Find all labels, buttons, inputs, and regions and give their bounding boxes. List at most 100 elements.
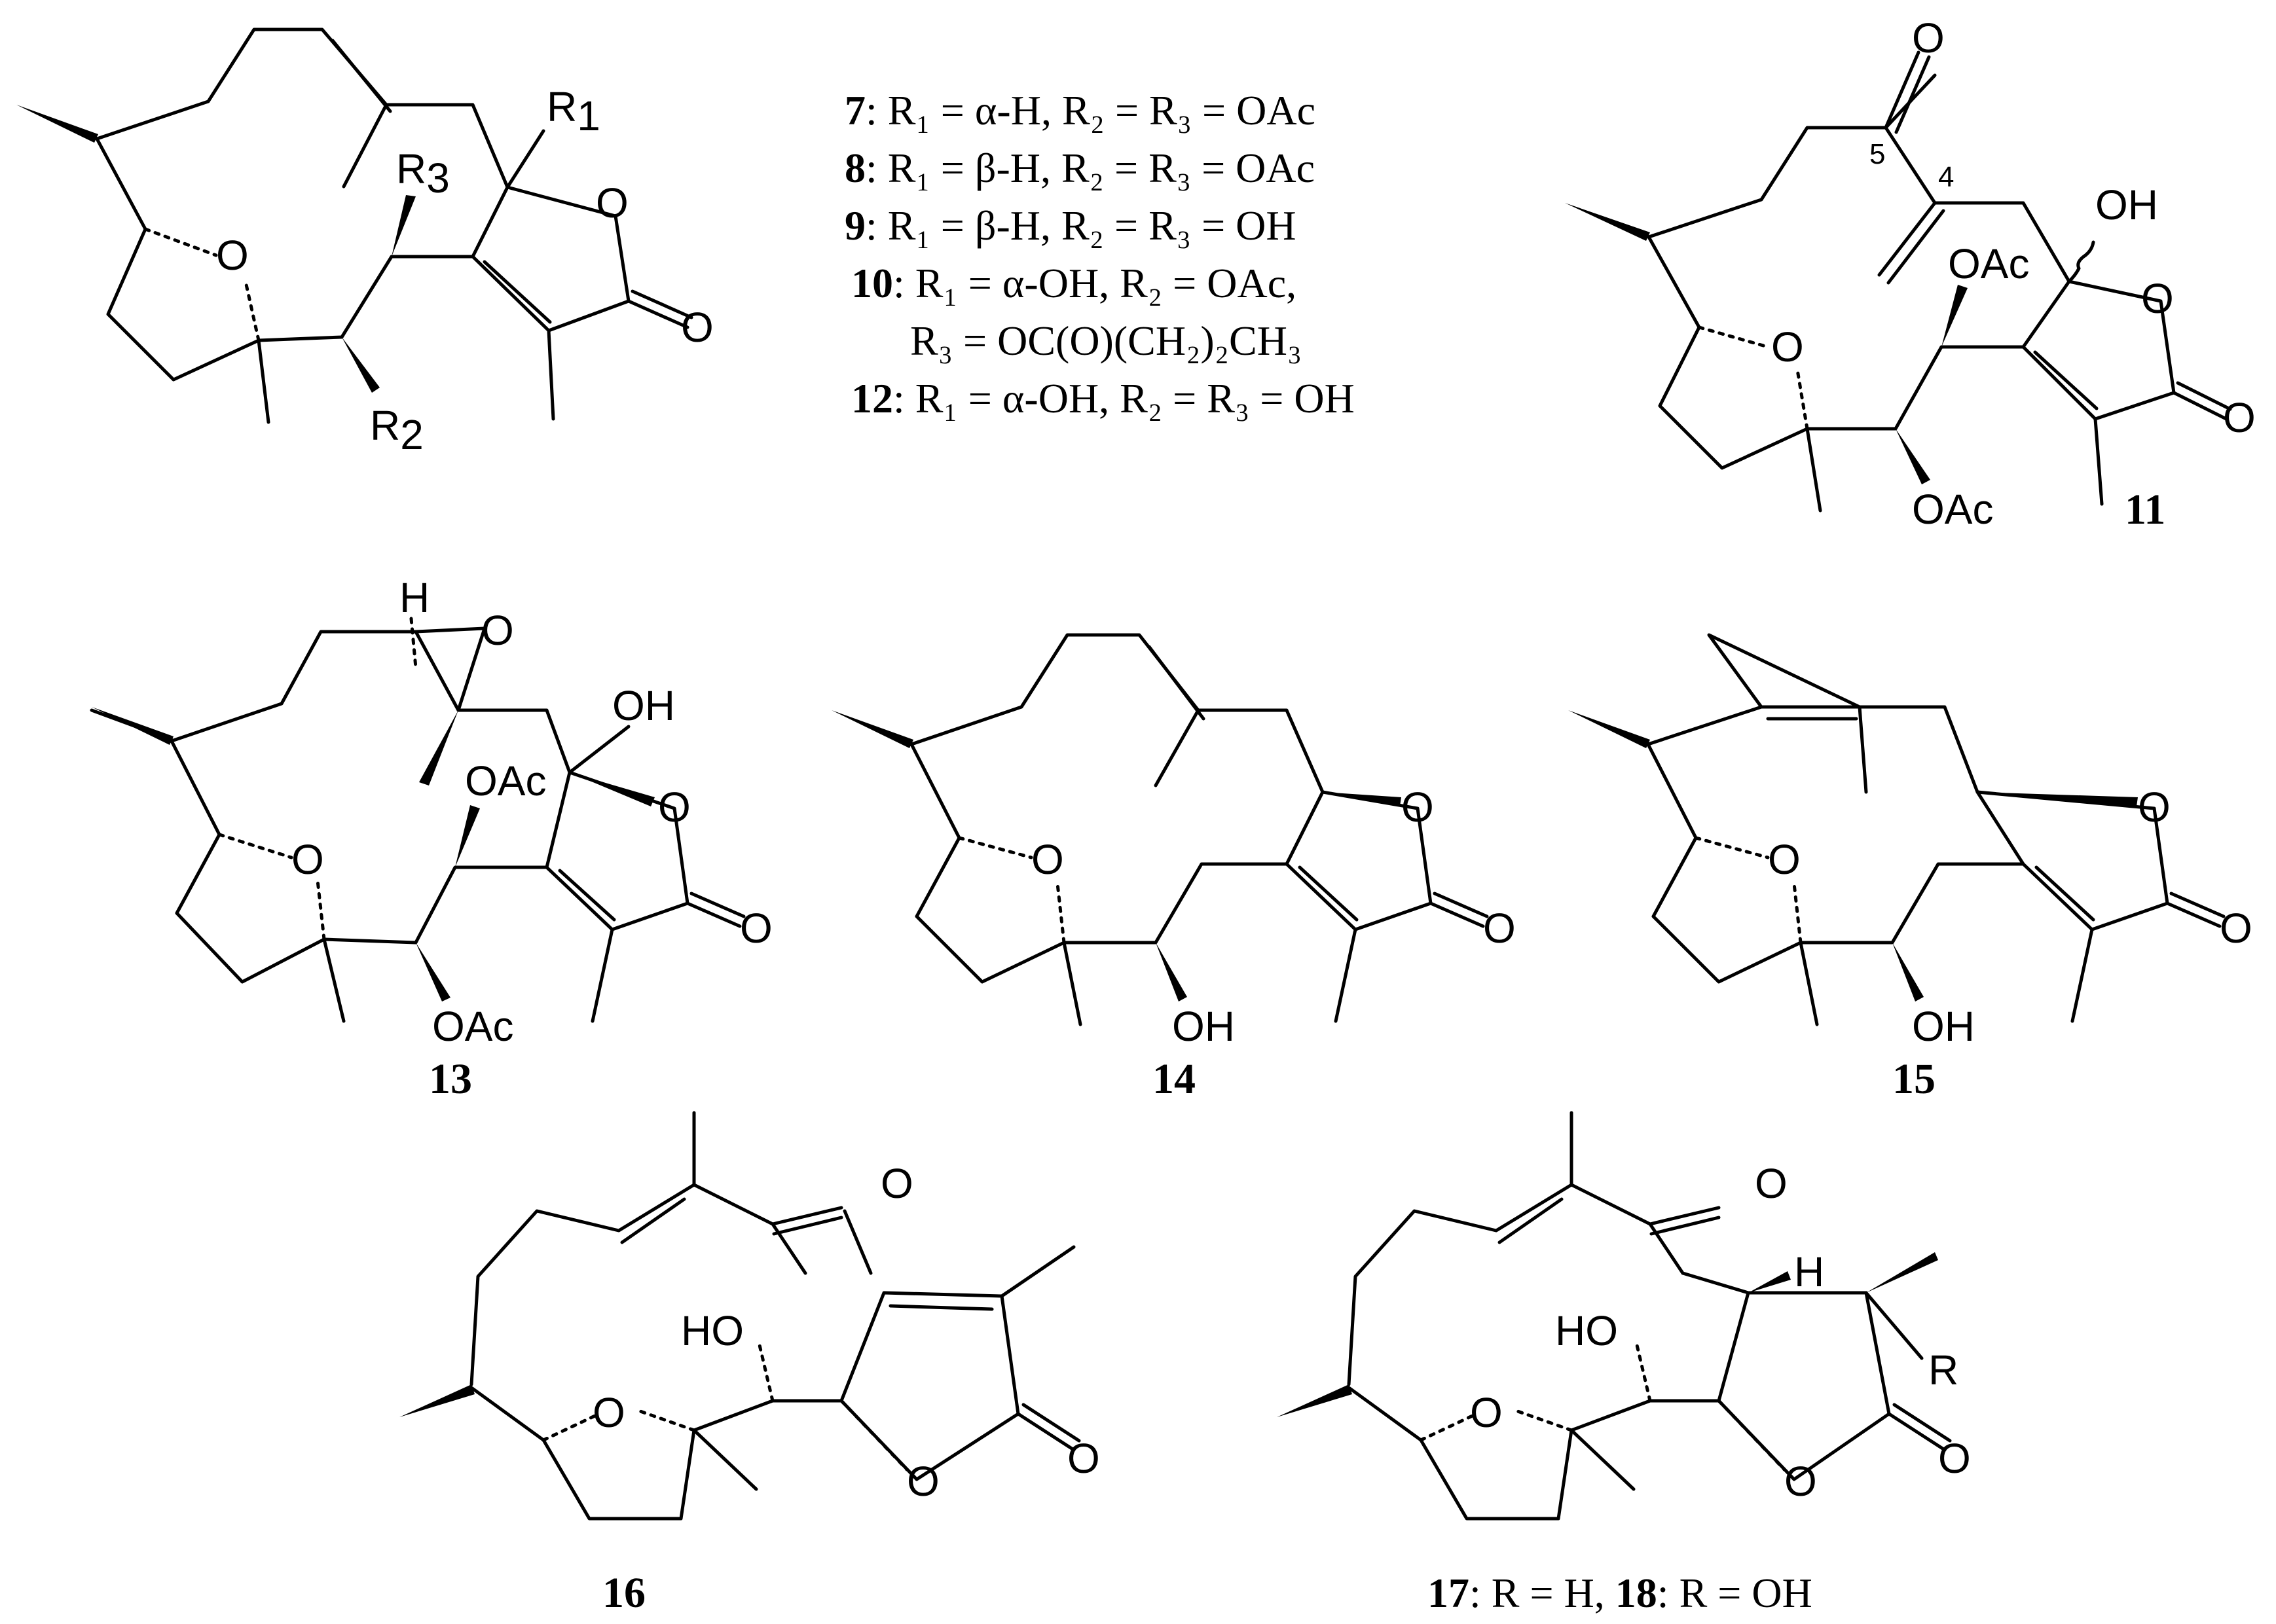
bond-chain xyxy=(257,255,475,342)
hashed-bond xyxy=(244,280,261,342)
compound-label-16: 16 xyxy=(602,1569,646,1617)
bond-lactone xyxy=(1285,790,1433,931)
methyl-wedge xyxy=(92,707,174,745)
bond-double xyxy=(558,869,616,922)
hashed-bond xyxy=(1055,882,1066,945)
methyl-wedge xyxy=(399,1384,475,1417)
bond-thf xyxy=(541,1428,696,1521)
bond-ring xyxy=(170,739,221,837)
bond-ring xyxy=(95,137,147,231)
atom-O-ring: O xyxy=(1784,1458,1817,1505)
hashed-bond xyxy=(1419,1412,1478,1442)
hashed-bond xyxy=(636,1409,696,1432)
OH-wedge xyxy=(1156,943,1187,1001)
label-R: R xyxy=(1928,1346,1958,1394)
bond-carbonyl xyxy=(1021,1403,1081,1443)
hashed-bond xyxy=(143,227,218,257)
label-R1: R1 xyxy=(547,83,600,139)
bond-carbonyl xyxy=(627,299,689,329)
bond-lactone xyxy=(471,185,631,333)
bond-methyl xyxy=(2093,417,2104,506)
OAc-wedge xyxy=(1941,285,1968,347)
locant-5: 5 xyxy=(1869,138,1885,170)
methyl-wedge xyxy=(1568,710,1650,748)
label-R2: R2 xyxy=(370,402,424,458)
hashed-bond xyxy=(316,878,326,941)
bond-carbonyl xyxy=(1433,892,1489,918)
methyl-wedge xyxy=(1277,1384,1352,1417)
bond-chain xyxy=(1805,345,2025,431)
atom-O-epoxide: O xyxy=(481,607,514,654)
bond-methyl xyxy=(1000,1245,1076,1298)
bond-ring xyxy=(1647,235,1701,329)
bond-ring xyxy=(1646,742,1698,840)
legend-line-10-cont: R₃ = OC(O)(CH₂)₂CH₃ xyxy=(910,317,1302,364)
bond-chain xyxy=(1799,862,2025,945)
bond-OH xyxy=(568,725,631,774)
OAc-wedge xyxy=(455,805,480,867)
OAc-wedge xyxy=(416,943,450,1001)
bond-chain xyxy=(1646,633,1979,794)
bond-carbonyl xyxy=(631,289,693,319)
bond-methyl xyxy=(547,329,555,421)
bond-lactone xyxy=(839,1291,1020,1481)
hashed-bond xyxy=(409,617,418,670)
atom-O-ketone: O xyxy=(1912,14,1945,62)
hashed-bond xyxy=(1795,368,1809,431)
bond-carbonyl xyxy=(771,1206,843,1226)
bond-thf xyxy=(175,833,326,984)
bond-R1 xyxy=(505,129,545,189)
bond-methyl xyxy=(342,103,388,189)
hashed-bond xyxy=(1694,836,1770,859)
lactone-wedge xyxy=(1323,792,1401,806)
atom-O-carbonyl: O xyxy=(681,304,714,351)
bond-methyl xyxy=(1805,427,1822,513)
hashed-bond xyxy=(1717,1399,1786,1471)
label-HO: HO xyxy=(1555,1307,1618,1354)
bond-carbonyl xyxy=(1649,1216,1721,1236)
bond-methyl xyxy=(2070,928,2094,1023)
hashed-bond xyxy=(541,1412,601,1442)
label-OH: OH xyxy=(1172,1003,1235,1050)
bond-thf xyxy=(1419,1428,1573,1521)
atom-O-thf: O xyxy=(593,1389,625,1436)
atom-O-ring: O xyxy=(907,1458,940,1505)
structure-17-18: O O HO H R O O 17: R = H, 18: R = OH xyxy=(1277,1111,1971,1616)
bond-carbonyl xyxy=(686,901,742,928)
bond-carbonyl xyxy=(1884,50,1920,130)
atom-O-ring: O xyxy=(596,179,629,226)
bond-methyl xyxy=(1154,708,1200,787)
bond-carbonyl xyxy=(772,1216,843,1236)
hashed-bond xyxy=(839,1399,909,1471)
atom-O: O xyxy=(216,232,249,279)
compound-label-11: 11 xyxy=(2125,486,2165,533)
bond-chain xyxy=(322,865,549,945)
bond-ring xyxy=(469,1386,545,1442)
bond-chain xyxy=(469,1183,696,1386)
wavy-bond xyxy=(2067,240,2095,283)
label-H: H xyxy=(1794,1248,1824,1295)
label-HO: HO xyxy=(681,1307,744,1354)
hashed-bond xyxy=(1635,1343,1652,1403)
label-OH: OH xyxy=(1912,1003,1975,1050)
bond-lactone xyxy=(2021,280,2176,421)
bond-methyl xyxy=(322,937,346,1023)
bond-carbonyl xyxy=(2172,391,2228,421)
R2-wedge xyxy=(342,337,380,393)
bond-carbonyl xyxy=(2169,892,2226,918)
bond-carbonyl xyxy=(1894,55,1931,134)
bond-double xyxy=(889,1304,994,1311)
OAc-wedge xyxy=(1896,429,1930,484)
bond-thf xyxy=(1651,836,1803,984)
methyl-wedge xyxy=(419,710,458,785)
bond-chain xyxy=(1884,126,2071,283)
methyl-wedge xyxy=(1866,1252,1938,1293)
R3-wedge xyxy=(392,195,416,257)
hashed-bond xyxy=(1697,325,1770,349)
H-wedge xyxy=(1748,1271,1791,1293)
atom-O-ring: O xyxy=(2138,784,2171,831)
label-OH: OH xyxy=(2095,181,2158,228)
atom-O-carbonyl: O xyxy=(1938,1435,1971,1482)
